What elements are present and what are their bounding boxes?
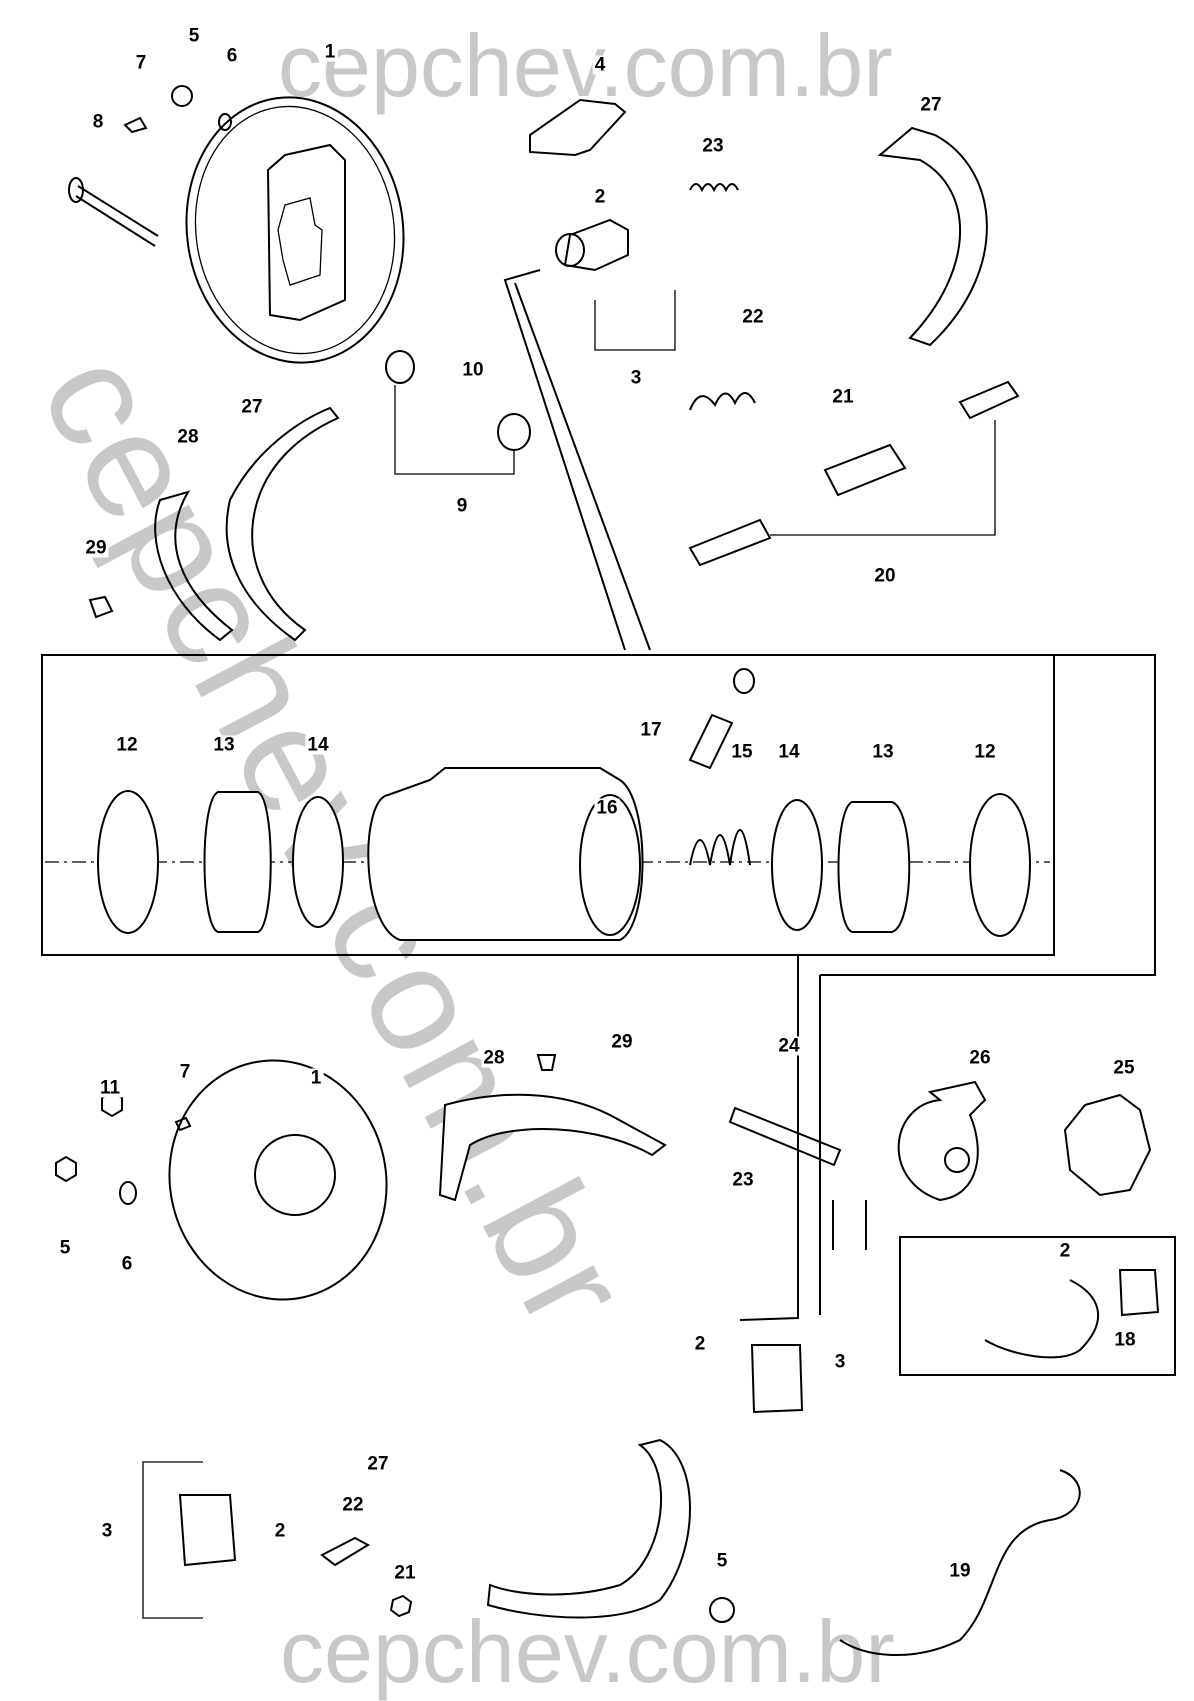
anchor-plate <box>529 98 627 157</box>
callout-12-left: 12 <box>114 734 140 756</box>
washer-6-left <box>119 1181 137 1205</box>
hold-down-pin <box>68 177 159 247</box>
wheel-cylinder-bottom-center <box>750 1344 804 1414</box>
callout-5: 5 <box>186 25 202 47</box>
callout-13-left: 13 <box>211 734 237 756</box>
callout-6: 6 <box>224 45 240 67</box>
callout-12-right: 12 <box>972 741 998 763</box>
callout-2: 2 <box>592 186 608 208</box>
brake-hose-18 <box>984 1279 1099 1359</box>
callout-5-left: 5 <box>57 1237 73 1259</box>
watermark-top: cepchev.com.br <box>278 16 893 115</box>
callout-19: 19 <box>947 1560 973 1582</box>
bolt-top <box>171 85 232 131</box>
callout-2-center: 2 <box>692 1333 708 1355</box>
piston-right <box>837 801 911 933</box>
callout-11: 11 <box>97 1077 123 1099</box>
callout-13-right: 13 <box>870 741 896 763</box>
spring-15 <box>689 829 751 866</box>
spring-23-bottom <box>832 1200 867 1250</box>
callout-21-bottom: 21 <box>392 1562 418 1584</box>
callout-1: 1 <box>322 41 338 63</box>
callout-3: 3 <box>628 367 644 389</box>
lever-22 <box>320 1536 371 1567</box>
callout-3-center: 3 <box>832 1351 848 1373</box>
brake-shoe-bottom <box>486 1438 691 1619</box>
brake-shoe-top-left <box>225 406 340 642</box>
bolt-21 <box>389 1594 413 1618</box>
callout-25: 25 <box>1111 1057 1137 1079</box>
callout-26: 26 <box>967 1047 993 1069</box>
watermark-bottom: cepchev.com.br <box>280 1602 895 1701</box>
backing-plate-top <box>185 96 405 364</box>
dust-boot-right <box>969 793 1031 937</box>
dust-boot-left <box>97 790 159 934</box>
callout-29: 29 <box>83 537 109 559</box>
wheel-cylinder-top <box>555 218 629 272</box>
callout-7: 7 <box>133 52 149 74</box>
wheel-cylinder-bottom-left <box>142 1461 237 1619</box>
callout-28-bottom: 28 <box>481 1047 507 1069</box>
callout-16: 16 <box>594 797 620 819</box>
hold-down-spring-9 <box>385 350 531 475</box>
rivet-top <box>88 595 114 619</box>
callout-10: 10 <box>460 359 486 381</box>
bleeder-screw <box>688 668 755 770</box>
shim-plate-26 <box>897 1080 987 1202</box>
pin-24 <box>728 1106 842 1167</box>
brake-lining-bottom <box>438 1093 667 1202</box>
piston-left <box>203 791 272 933</box>
wheel-cylinder-inset <box>1118 1269 1160 1317</box>
adjuster-assembly <box>688 380 1020 567</box>
callout-3-left: 3 <box>99 1520 115 1542</box>
spring-23-top <box>689 183 739 193</box>
callout-20: 20 <box>872 565 898 587</box>
bolt-5-left <box>55 1155 77 1183</box>
clip-top <box>123 116 148 134</box>
cylinder-detail-frame <box>41 654 1055 956</box>
bolt-5-bottom <box>709 1597 735 1623</box>
callout-17: 17 <box>638 719 664 741</box>
hose-inset-frame <box>899 1236 1176 1376</box>
clip-7-bottom <box>174 1116 192 1132</box>
callout-6-bottom: 6 <box>119 1253 135 1275</box>
brake-shoe-top-right <box>877 126 988 347</box>
callout-14-left: 14 <box>305 734 331 756</box>
callout-27-left: 27 <box>239 396 265 418</box>
callout-21: 21 <box>830 386 856 408</box>
cup-right <box>771 799 823 931</box>
brake-line-19 <box>839 1469 1081 1656</box>
callout-22: 22 <box>740 306 766 328</box>
callout-27-right: 27 <box>918 94 944 116</box>
callout-23-bottom: 23 <box>730 1169 756 1191</box>
callout-15: 15 <box>729 741 755 763</box>
backing-plate-bottom <box>168 1059 388 1301</box>
block-25 <box>1063 1093 1152 1197</box>
callout-4: 4 <box>592 54 608 76</box>
callout-24: 24 <box>776 1035 802 1057</box>
rivet-29-bottom <box>536 1054 557 1071</box>
callout-1-bottom: 1 <box>308 1067 324 1089</box>
callout-28: 28 <box>175 426 201 448</box>
callout-27-bottom: 27 <box>365 1453 391 1475</box>
cylinder-body <box>367 767 644 941</box>
cup-left <box>292 796 344 928</box>
pushrods-top <box>594 290 676 351</box>
brake-lining-top <box>154 490 234 642</box>
callout-18: 18 <box>1112 1329 1138 1351</box>
callout-9: 9 <box>454 495 470 517</box>
callout-29-bottom: 29 <box>609 1031 635 1053</box>
callout-23: 23 <box>700 135 726 157</box>
callout-14-right: 14 <box>776 741 802 763</box>
callout-5-bottom: 5 <box>714 1550 730 1572</box>
callout-8: 8 <box>90 111 106 133</box>
callout-2-left: 2 <box>272 1520 288 1542</box>
callout-22-bottom: 22 <box>340 1494 366 1516</box>
callout-2-inset: 2 <box>1057 1240 1073 1262</box>
spring-22 <box>689 392 756 411</box>
callout-7-bottom: 7 <box>177 1061 193 1083</box>
